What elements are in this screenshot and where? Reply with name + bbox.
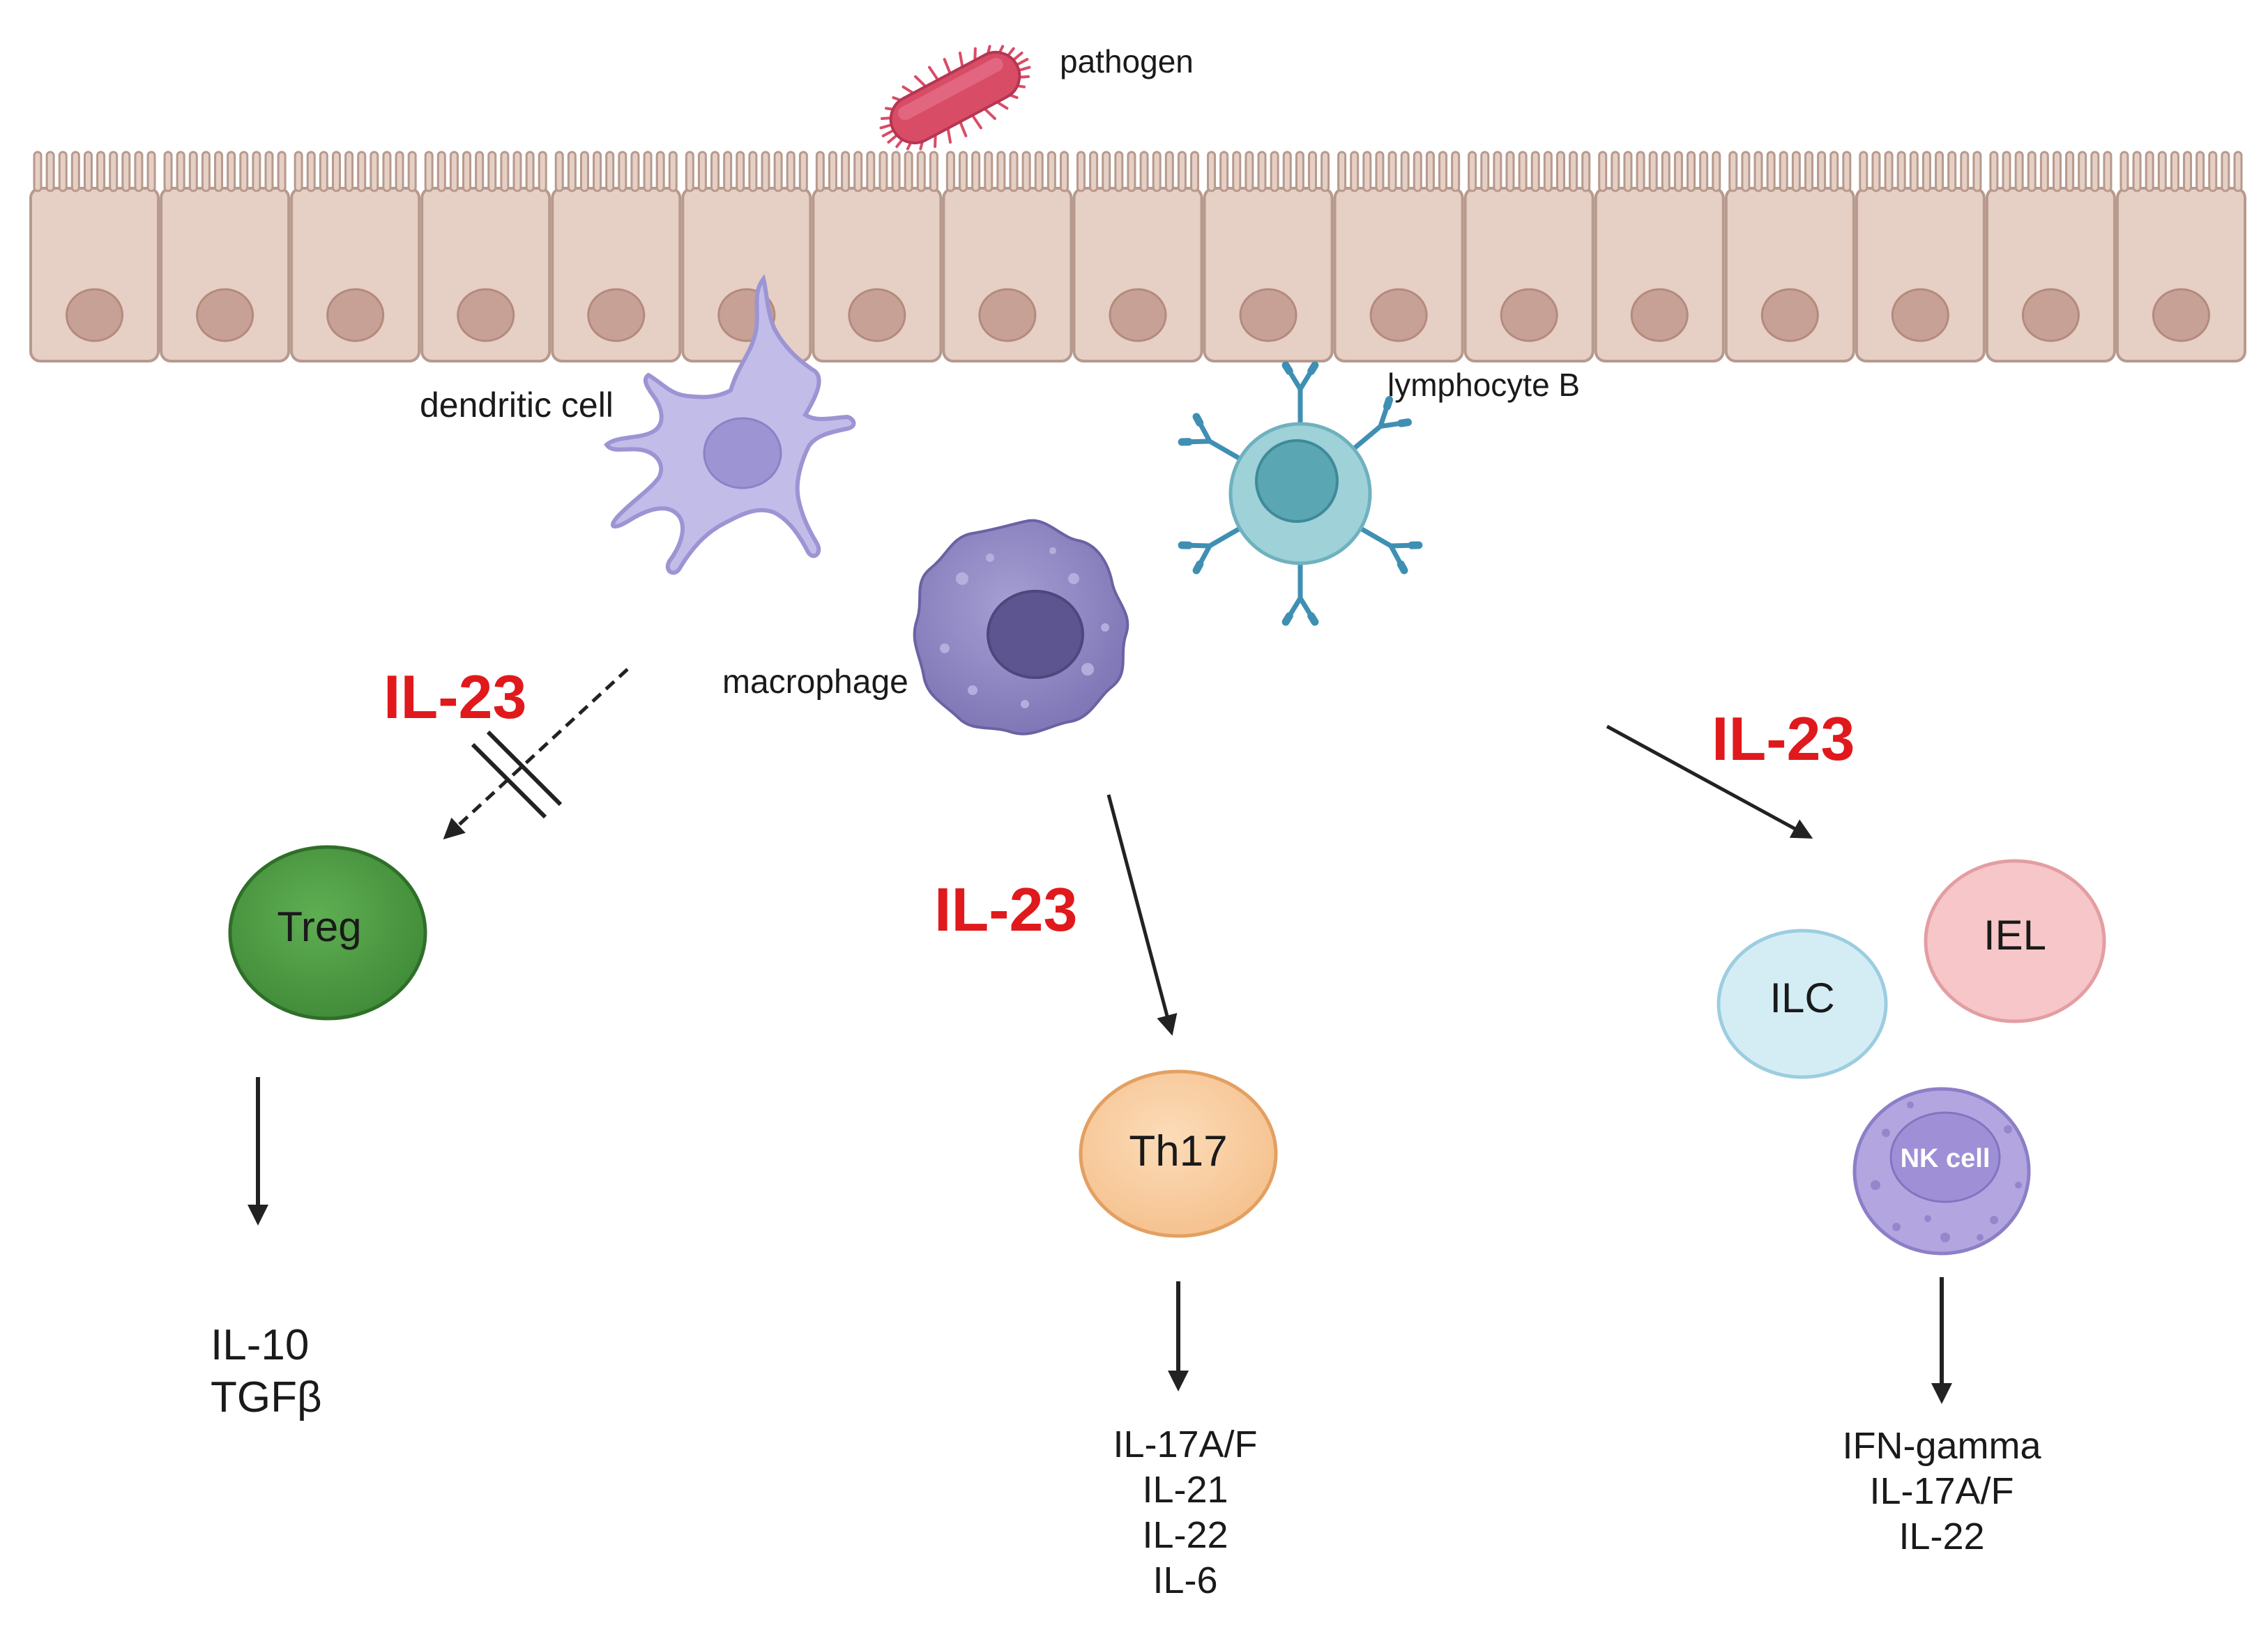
macrophage-icon [913,519,1129,735]
epithelial-cell [1855,151,1986,363]
epithelial-cell [1072,151,1203,363]
dendritic-cell-label: dendritic cell [420,386,614,425]
innate-output-list: IFN-gamma IL-17A/F IL-22 [1842,1425,2041,1557]
il23-innate-arrow [1606,724,1813,839]
innate-output-item: IL-22 [1898,1516,1984,1557]
macrophage-label: macrophage [722,664,908,701]
epithelial-cell [1594,151,1725,363]
pathogen-label: pathogen [1060,43,1194,79]
th17-output-item: IL-6 [1152,1559,1217,1601]
treg-output-list: IL-10 TGFβ [211,1321,322,1421]
il23-right-label: IL-23 [1712,704,1855,773]
ilc-cell [1717,929,1888,1079]
epithelial-cell [1203,151,1334,363]
epithelial-cell [290,151,421,363]
il23-treg-dashed-arrow [443,668,629,840]
antibody-icon [1281,361,1319,427]
antibody-icon [1178,526,1242,574]
antibody-icon [1281,560,1319,626]
th17-label: Th17 [1129,1127,1227,1175]
il23-left-label: IL-23 [383,662,526,731]
iel-label: IEL [1984,912,2046,959]
epithelial-cell [551,151,682,363]
epithelial-cell [1463,151,1595,363]
epithelial-cell [160,151,291,363]
pathogen-icon [879,45,1031,151]
epithelial-layer [29,151,2246,363]
inhibition-mark [471,730,563,819]
antibody-icon [1351,396,1412,452]
epithelial-cell [29,151,160,363]
th17-output-list: IL-17A/F IL-21 IL-22 IL-6 [1113,1424,1257,1601]
nk-cell-label: NK cell [1901,1144,1991,1173]
iel-cell [1924,859,2106,1023]
lymphocyte-b-icon [1178,361,1423,626]
antibody-icon [1178,413,1242,462]
epithelial-cell [420,151,551,363]
th17-output-item: IL-21 [1142,1469,1228,1511]
treg-label: Treg [277,903,361,950]
epithelial-cell [812,151,943,363]
epithelial-cell [942,151,1073,363]
epithelial-cell [1333,151,1464,363]
lymphocyte-b-label: lymphocyte B [1387,367,1580,403]
il23-th17-arrow [1106,794,1178,1036]
il23-center-label: IL-23 [934,875,1077,944]
innate-output-item: IL-17A/F [1869,1470,2014,1512]
nk-cell [1852,1087,2031,1256]
dendritic-cell-icon [604,274,856,575]
epithelial-cell [681,151,812,363]
epithelial-cell [2115,151,2246,363]
epithelial-cell [1985,151,2116,363]
innate-output-item: IFN-gamma [1842,1425,2041,1467]
th17-output-item: IL-17A/F [1113,1424,1257,1465]
th17-cell [1079,1069,1278,1238]
treg-output-item: IL-10 [211,1321,309,1369]
treg-cell [228,845,427,1021]
ilc-label: ILC [1770,975,1834,1021]
epithelial-cell [1724,151,1855,363]
th17-output-item: IL-22 [1142,1514,1228,1556]
treg-output-item: TGFβ [211,1373,322,1421]
antibody-icon [1358,526,1423,574]
